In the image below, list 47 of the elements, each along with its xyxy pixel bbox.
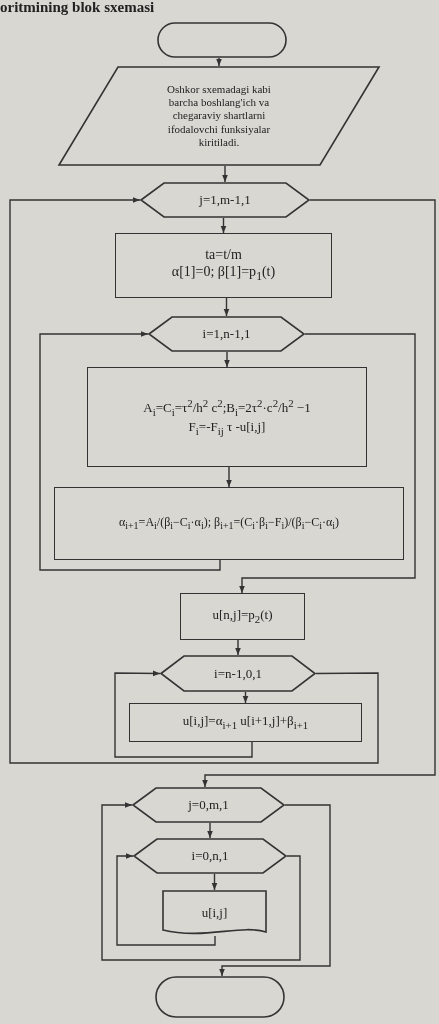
arrow	[239, 333, 416, 594]
formula-text: α[1]=0; β[1]=p$_{1}$(t)	[171, 264, 276, 284]
arrow	[211, 873, 218, 891]
arrow	[226, 466, 232, 488]
process-box	[54, 487, 404, 560]
loop-condition: j=0,m,1	[188, 797, 229, 813]
formula-text: ta=t/m	[205, 247, 242, 264]
terminal-shape	[155, 976, 285, 1018]
arrow	[202, 199, 436, 788]
input-parallelogram	[58, 66, 380, 166]
loop-hexagon	[133, 838, 287, 874]
output-document	[162, 890, 267, 936]
terminal-shape	[157, 22, 287, 58]
arrow	[242, 691, 249, 704]
loop-condition: j=1,m-1,1	[199, 192, 251, 208]
formula-text: u[i,j]	[201, 905, 228, 921]
arrow	[222, 165, 228, 183]
process-box	[129, 703, 362, 742]
loop-hexagon	[132, 787, 285, 823]
arrow	[9, 197, 379, 764]
arrow	[101, 802, 301, 961]
input-description: Oshkor sxemadagi kabi barcha boshlang'ich va chegaraviy shartlarni ifodalovchi funksiyalar kiritiladi.	[166, 83, 272, 149]
loop-hexagon	[148, 316, 305, 352]
process-box	[115, 233, 332, 298]
formula-text: F$_{i}$=-F$_{ij}$ τ -u[i,j]	[188, 418, 266, 438]
arrow	[116, 853, 216, 946]
arrow	[224, 351, 230, 368]
formula-text: u[i,j]=α$_{i+1}$ u[i+1,j]+β$_{i+1}$	[182, 713, 309, 732]
arrow	[39, 331, 221, 571]
formula-text: A$_{i}$=C$_{i}$=τ$^{2}$/h$^{2}$ c$^{2}$;B$_{i}$=2τ$^{2}$·c$^{2}$/h$^{2}$ −1	[143, 396, 311, 419]
arrow	[219, 804, 331, 977]
arrow	[207, 822, 213, 839]
loop-condition: i=n-1,0,1	[214, 665, 262, 682]
heading: oritmining blok sxemasi	[0, 0, 155, 15]
process-box	[87, 367, 367, 467]
loop-hexagon	[160, 655, 316, 692]
process-box	[180, 593, 305, 640]
arrow	[114, 670, 253, 758]
arrow	[223, 297, 230, 317]
arrow	[220, 217, 227, 234]
formula-text: α$_{i+1}$=A$_{i}$/(β$_{i}$−C$_{i}$·α$_{i}$); β$_{i+1}$=(C$_{i}$·β$_{i}$−F$_{i}$)/(β$_{i}$−C$_{i}$·α$_{i}$)	[118, 514, 340, 533]
loop-condition: i=0,n,1	[191, 848, 229, 864]
loop-hexagon	[140, 182, 310, 218]
loop-condition: i=1,n-1,1	[202, 326, 251, 342]
arrow	[216, 57, 222, 67]
formula-text: u[n,j]=p$_{2}$(t)	[212, 607, 273, 626]
arrow	[235, 639, 241, 656]
